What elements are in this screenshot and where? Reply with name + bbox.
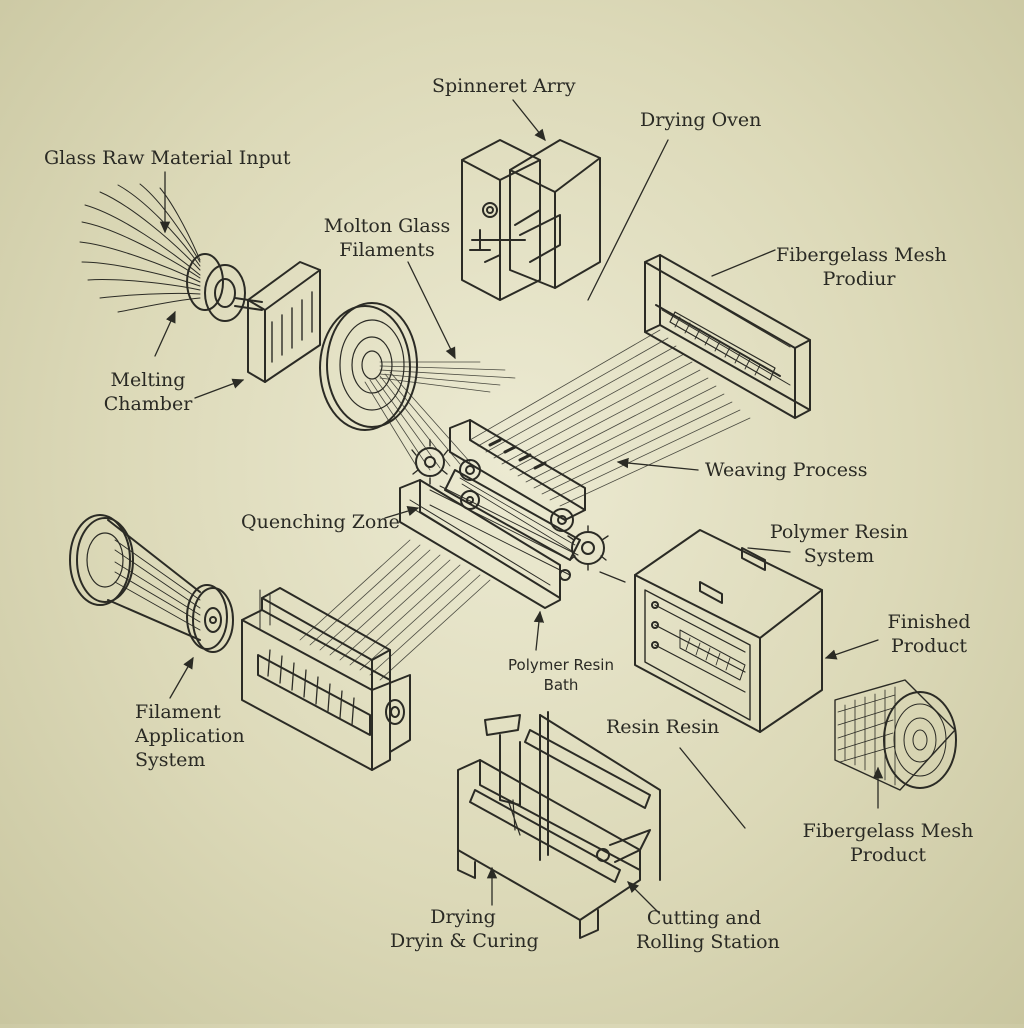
label-filament-application-line1: Filament (135, 701, 221, 723)
label-finished-product-line1: Finished (887, 611, 971, 633)
label-fiberglass-mesh-top-line1: Fibergelass Mesh (776, 244, 947, 266)
label-fiberglass-mesh-top: Fibergelass Mesh Prodiur (776, 243, 947, 291)
label-finished-product-line2: Product (891, 635, 967, 657)
spinner-disc (319, 302, 418, 431)
label-polymer-resin-bath-line2: Bath (543, 676, 579, 694)
label-melting-chamber-line2: Chamber (103, 393, 193, 415)
label-glass-raw-material-input: Glass Raw Material Input (44, 147, 291, 169)
label-fiberglass-mesh-top-line2: Prodiur (822, 268, 896, 290)
label-filament-application-line2: Application (135, 725, 245, 747)
label-molton-glass-filaments: Molton Glass Filaments (322, 214, 452, 262)
label-melting-chamber: Melting Chamber (100, 368, 196, 416)
label-finished-product: Finished Product (878, 610, 980, 658)
mesh-frame-top (644, 254, 811, 419)
label-filament-application-system: Filament Application System (135, 700, 245, 772)
label-resin-resin: Resin Resin (606, 716, 720, 738)
label-spinneret-array: Spinneret Arry (432, 75, 576, 97)
label-fiberglass-mesh-bottom: Fibergelass Mesh Product (802, 819, 974, 867)
label-melting-chamber-line1: Melting (110, 369, 186, 391)
leader-lines (154, 99, 884, 913)
winding-frame (241, 587, 411, 771)
melting-chamber (247, 261, 321, 383)
label-drying-line1: Drying (430, 906, 496, 928)
label-filament-application-line3: System (135, 749, 206, 771)
label-quenching-zone: Quenching Zone (241, 511, 400, 533)
label-polymer-resin-system-line2: System (803, 545, 875, 567)
label-polymer-resin-system: Polymer Resin System (768, 520, 910, 568)
label-drying-line2: Dryin & Curing (390, 930, 539, 952)
label-polymer-resin-bath: Polymer Resin Bath (500, 655, 622, 695)
label-fiberglass-mesh-bottom-line2: Product (850, 844, 926, 866)
filament-spool (69, 514, 234, 653)
cutting-station (457, 711, 661, 939)
resin-cabinet (634, 529, 823, 733)
label-weaving-process: Weaving Process (705, 459, 868, 481)
label-cutting-rolling-station: Cutting and Rolling Station (636, 906, 780, 954)
label-molton-glass-line2: Filaments (339, 239, 435, 261)
label-drying-curing: Drying Dryin & Curing (390, 905, 539, 953)
spinneret-box (461, 139, 601, 301)
label-polymer-resin-bath-line1: Polymer Resin (508, 656, 614, 674)
raw-material-brush (79, 183, 224, 313)
label-cutting-line1: Cutting and (646, 907, 762, 929)
label-drying-oven: Drying Oven (640, 109, 762, 131)
label-molton-glass-line1: Molton Glass (323, 215, 451, 237)
label-polymer-resin-system-line1: Polymer Resin (769, 521, 909, 543)
finished-roll (834, 679, 957, 791)
label-cutting-line2: Rolling Station (636, 931, 780, 953)
input-flange (204, 264, 263, 322)
loom-machine (399, 419, 609, 609)
weaving-threads (299, 329, 751, 681)
label-fiberglass-mesh-bottom-line1: Fibergelass Mesh (802, 820, 974, 842)
